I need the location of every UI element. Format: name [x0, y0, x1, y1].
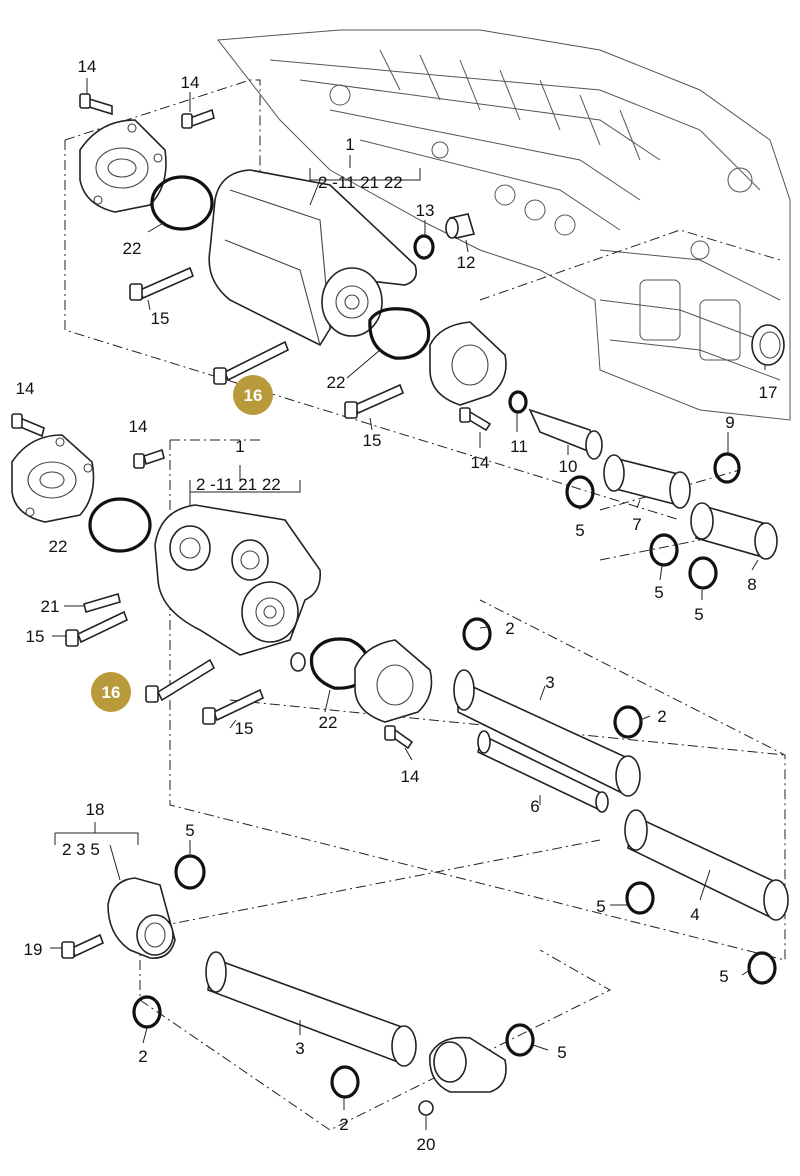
label-2-b: 2	[657, 707, 666, 726]
label-5-e: 5	[719, 967, 728, 986]
label-5-f: 5	[185, 821, 194, 840]
label-3-b: 3	[295, 1039, 304, 1058]
lower-assembly	[61, 854, 535, 1116]
label-5-b: 5	[654, 583, 663, 602]
label-20: 20	[417, 1135, 436, 1154]
middle-assembly	[11, 413, 789, 985]
engine-block	[217, 29, 791, 421]
upper-assembly	[79, 93, 778, 590]
label-7: 7	[632, 515, 641, 534]
label-12: 12	[457, 253, 476, 272]
label-5-c: 5	[694, 605, 703, 624]
assembly-boundaries	[64, 79, 786, 1131]
label-9: 9	[725, 413, 734, 432]
label-set-top: 2 -11 21 22	[318, 173, 403, 192]
label-15-d: 15	[235, 719, 254, 738]
label-4: 4	[690, 905, 699, 924]
label-14-d: 14	[16, 379, 35, 398]
label-2-c: 2	[138, 1047, 147, 1066]
label-14-a: 14	[78, 57, 97, 76]
label-17: 17	[759, 383, 778, 402]
highlight-badge-lower[interactable]: 16	[91, 672, 131, 712]
label-22-d: 22	[319, 713, 338, 732]
leader-lines	[50, 78, 766, 1130]
label-21: 21	[41, 597, 60, 616]
label-14-f: 14	[401, 767, 420, 786]
label-set-mid: 2 -11 21 22	[196, 475, 281, 494]
label-1-top: 1	[345, 135, 354, 154]
label-15-b: 15	[363, 431, 382, 450]
label-14-e: 14	[129, 417, 148, 436]
label-2-d: 2	[339, 1115, 348, 1134]
badge-16-upper-text: 16	[244, 386, 263, 405]
label-5-d: 5	[596, 897, 605, 916]
label-22-c: 22	[49, 537, 68, 556]
label-15-a: 15	[151, 309, 170, 328]
label-18: 18	[86, 800, 105, 819]
label-6: 6	[530, 797, 539, 816]
part-labels: 14 14 1 2 -11 21 22 13 12 22 15 22 15 14…	[16, 57, 778, 1154]
label-13: 13	[416, 201, 435, 220]
label-11: 11	[510, 437, 528, 456]
label-8: 8	[747, 575, 756, 594]
label-set-bottom: 2 3 5	[62, 840, 100, 859]
label-19: 19	[24, 940, 43, 959]
label-5-g: 5	[557, 1043, 566, 1062]
label-3-a: 3	[545, 673, 554, 692]
label-1-mid: 1	[235, 437, 244, 456]
label-22-a: 22	[123, 239, 142, 258]
label-15-c: 15	[26, 627, 45, 646]
label-14-b: 14	[181, 73, 200, 92]
label-22-b: 22	[327, 373, 346, 392]
badge-16-lower-text: 16	[102, 683, 121, 702]
label-2-a: 2	[505, 619, 514, 638]
label-14-c: 14	[471, 453, 490, 472]
label-5-a: 5	[575, 521, 584, 540]
highlight-badge-upper[interactable]: 16	[233, 375, 273, 415]
label-10: 10	[559, 457, 578, 476]
